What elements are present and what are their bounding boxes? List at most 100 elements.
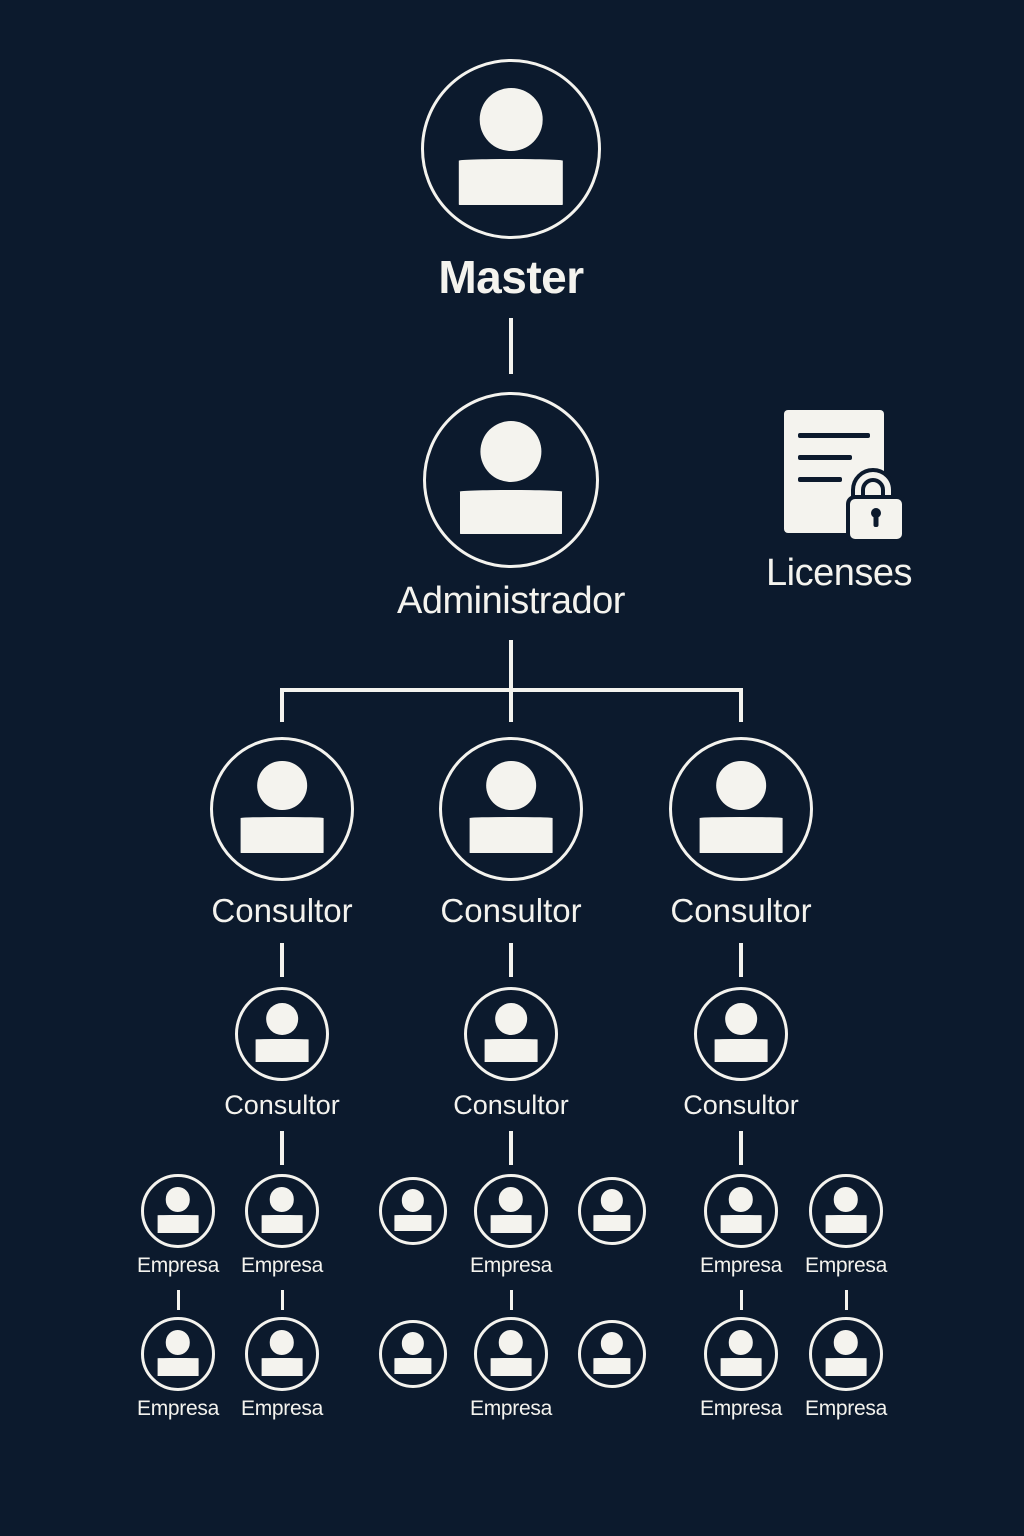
empresa-connector [844,1290,848,1310]
user-icon-body [255,1039,309,1063]
user-icon-body [714,1039,768,1063]
user-icon-head [725,1003,757,1035]
empresa-avatar-icon [809,1317,883,1391]
empresa-connector [280,1290,284,1310]
user-icon-head [716,760,766,811]
consultor-avatar-icon [210,737,354,881]
user-icon-head [498,1187,524,1212]
empresa-connector [176,1290,180,1310]
empresa-label: Empresa [470,1254,552,1277]
empresa-label: Empresa [241,1397,323,1420]
empresa-label: Empresa [805,1254,887,1277]
user-icon-head [269,1187,295,1212]
consultor-connector [509,943,513,977]
empresa-avatar-icon [245,1174,319,1248]
consultor-avatar-icon [439,737,583,881]
user-icon-body [157,1358,199,1376]
consultor-small-avatar-icon [464,987,558,1081]
licenses-label: Licenses [766,552,912,594]
user-icon-head [728,1187,754,1212]
consultor-small-label: Consultor [683,1090,799,1120]
user-icon-head [401,1189,425,1212]
empresa-label: Empresa [241,1254,323,1277]
user-icon-body [720,1358,762,1376]
consultor-small-connector [739,1131,743,1165]
user-icon-head [486,760,536,811]
user-icon-body [469,817,553,854]
user-icon-body [490,1215,532,1233]
admin-trunk-connector [509,640,513,722]
user-icon-body [720,1215,762,1233]
consultor-label: Consultor [440,892,582,929]
consultor-avatar-icon [669,737,813,881]
consultor-connector [739,943,743,977]
user-icon-body [394,1357,432,1374]
empresa-connector [739,1290,743,1310]
user-icon-body [825,1358,867,1376]
empresa-avatar-icon [578,1177,646,1245]
user-icon-head [600,1189,624,1212]
consultor-label: Consultor [670,892,812,929]
empresa-avatar-icon [379,1320,447,1388]
administrador-avatar-icon [423,392,599,568]
user-icon-head [269,1330,295,1355]
user-icon-head [480,420,542,482]
user-icon-body [261,1358,303,1376]
user-icon-body [484,1039,538,1063]
master-avatar-icon [421,59,601,239]
user-icon-head [479,88,543,151]
empresa-label: Empresa [700,1254,782,1277]
empresa-avatar-icon [578,1320,646,1388]
consultor-connector [280,943,284,977]
consultor-small-label: Consultor [453,1090,569,1120]
consultor-small-avatar-icon [235,987,329,1081]
document-lock-icon [784,410,906,543]
branch-drop-right [739,688,743,722]
user-icon-head [401,1332,425,1355]
empresa-avatar-icon [474,1174,548,1248]
user-icon-body [825,1215,867,1233]
user-icon-body [394,1214,432,1231]
empresa-avatar-icon [141,1317,215,1391]
user-icon-head [165,1330,191,1355]
empresa-label: Empresa [700,1397,782,1420]
consultor-small-label: Consultor [224,1090,340,1120]
user-icon-head [600,1332,624,1355]
user-icon-head [833,1187,859,1212]
user-icon-body [261,1215,303,1233]
user-icon-body [593,1357,631,1374]
empresa-avatar-icon [245,1317,319,1391]
empresa-label: Empresa [805,1397,887,1420]
user-icon-head [495,1003,527,1035]
user-icon-head [728,1330,754,1355]
consultor-small-connector [280,1131,284,1165]
user-icon-body [593,1214,631,1231]
user-icon-body [458,159,564,205]
user-icon-head [266,1003,298,1035]
administrador-label: Administrador [397,580,625,622]
user-icon-body [240,817,324,854]
empresa-avatar-icon [704,1317,778,1391]
empresa-label: Empresa [137,1397,219,1420]
branch-horizontal-connector [280,688,743,692]
licenses-block [752,400,932,600]
user-icon-head [257,760,307,811]
user-icon-head [833,1330,859,1355]
empresa-avatar-icon [809,1174,883,1248]
consultor-label: Consultor [211,892,353,929]
empresa-avatar-icon [474,1317,548,1391]
consultor-small-avatar-icon [694,987,788,1081]
master-admin-connector [509,318,513,374]
branch-drop-left [280,688,284,722]
user-icon-head [165,1187,191,1212]
user-icon-body [490,1358,532,1376]
consultor-small-connector [509,1131,513,1165]
empresa-label: Empresa [470,1397,552,1420]
master-label: Master [438,251,584,303]
user-icon-head [498,1330,524,1355]
empresa-label: Empresa [137,1254,219,1277]
empresa-avatar-icon [379,1177,447,1245]
empresa-avatar-icon [141,1174,215,1248]
user-icon-body [157,1215,199,1233]
